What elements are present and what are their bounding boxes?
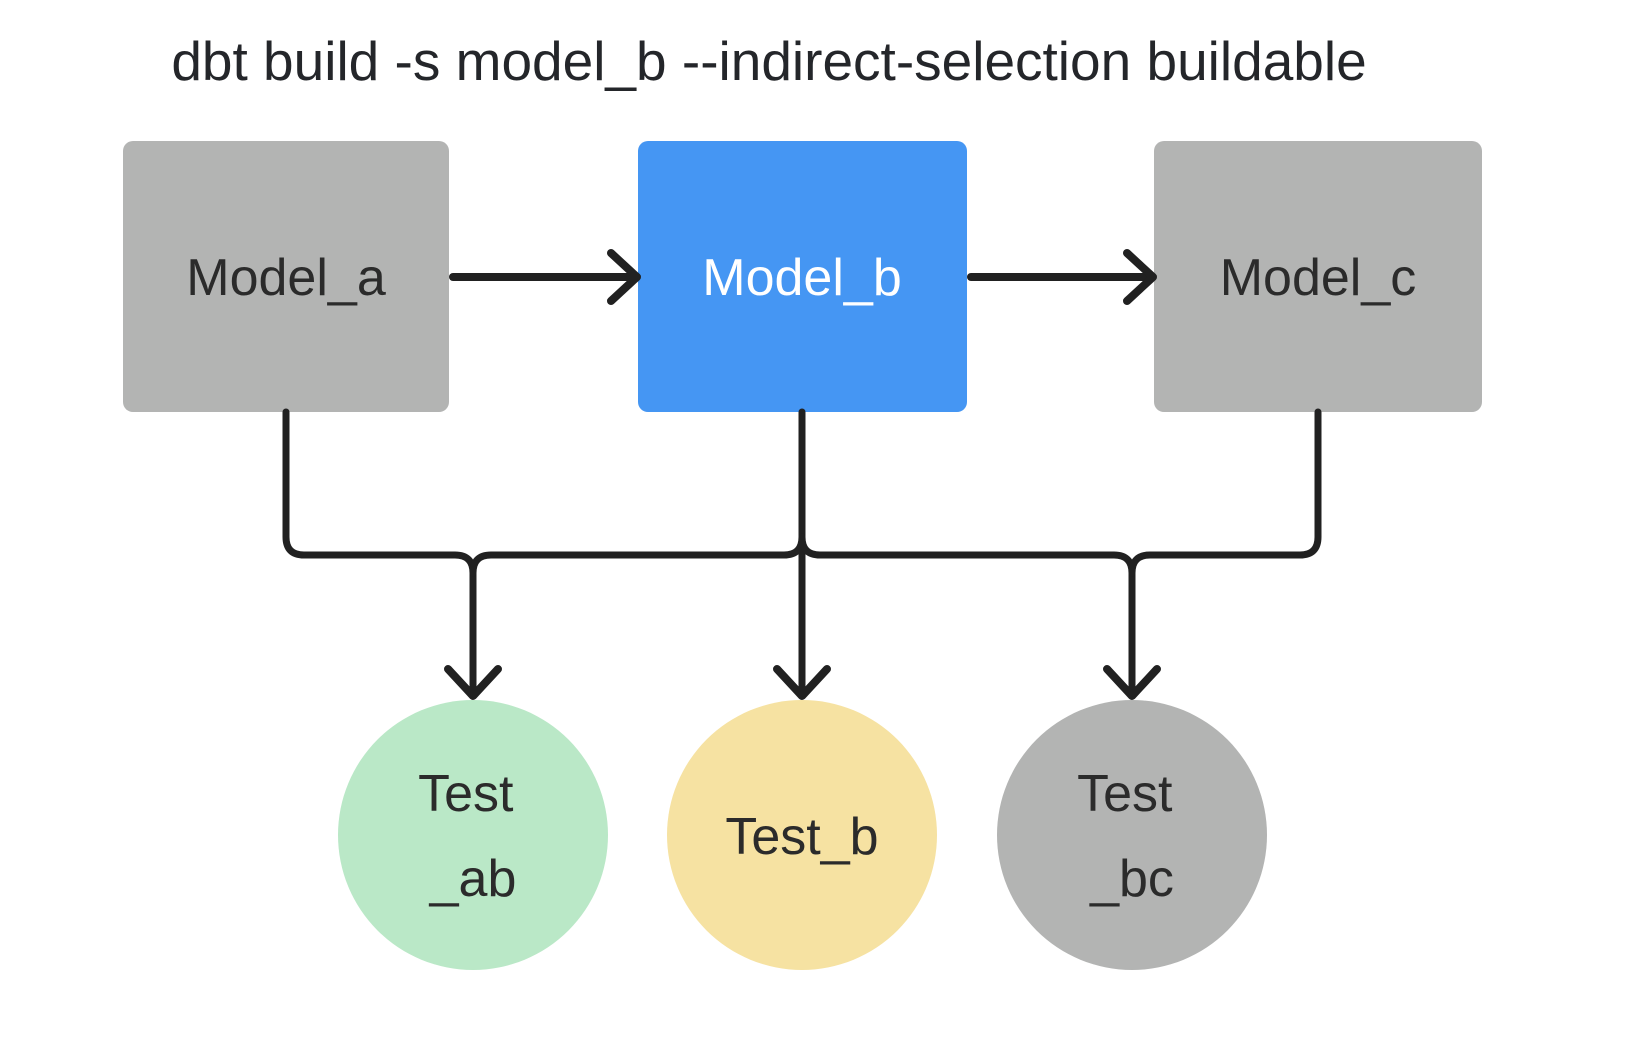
model-a-box xyxy=(123,141,449,412)
model-b-label: Model_b xyxy=(702,249,901,307)
bus-test-bc-to-model-c xyxy=(1128,408,1322,577)
test-ab-label-line2: _ab xyxy=(429,850,517,908)
test-bc-label-line2: _bc xyxy=(1089,850,1174,908)
bus-model-a-to-test-ab xyxy=(282,408,477,695)
test-ab-circle xyxy=(338,700,608,970)
test-ab-label: Test _ab xyxy=(418,765,528,908)
test-ab-label-line1: Test xyxy=(418,765,514,823)
test-nodes: Test _ab Test_b Test _bc xyxy=(338,700,1267,970)
arrow-model-b-to-model-c xyxy=(967,249,1157,305)
node-model-b: Model_b xyxy=(638,141,967,412)
test-bc-label-line1: Test xyxy=(1077,765,1173,823)
arrow-model-a-to-model-b xyxy=(449,249,641,305)
node-model-a: Model_a xyxy=(123,141,449,412)
tests-bus xyxy=(282,408,1322,700)
node-test-bc: Test _bc xyxy=(997,700,1267,970)
diagram-title: dbt build -s model_b --indirect-selectio… xyxy=(171,30,1366,92)
node-test-ab: Test _ab xyxy=(338,700,608,970)
node-test-b: Test_b xyxy=(667,700,937,970)
node-model-c: Model_c xyxy=(1154,141,1482,412)
model-a-label: Model_a xyxy=(186,249,386,307)
arrowhead-down-icon xyxy=(773,665,831,700)
bus-test-ab-to-model-b xyxy=(469,533,806,577)
bus-model-b-to-test-bc xyxy=(798,533,1136,695)
model-nodes: Model_a Model_b Model_c xyxy=(123,141,1482,412)
model-c-box xyxy=(1154,141,1482,412)
test-bc-label: Test _bc xyxy=(1077,765,1187,908)
arrowhead-right-icon xyxy=(607,249,641,305)
model-arrows xyxy=(449,249,1157,305)
test-b-label: Test_b xyxy=(725,808,878,866)
test-b-circle xyxy=(667,700,937,970)
test-bc-circle xyxy=(997,700,1267,970)
model-b-box xyxy=(638,141,967,412)
arrowhead-down-icon xyxy=(444,665,502,700)
arrowhead-right-icon xyxy=(1123,249,1157,305)
model-c-label: Model_c xyxy=(1220,249,1417,307)
arrowhead-down-icon xyxy=(1103,665,1161,700)
